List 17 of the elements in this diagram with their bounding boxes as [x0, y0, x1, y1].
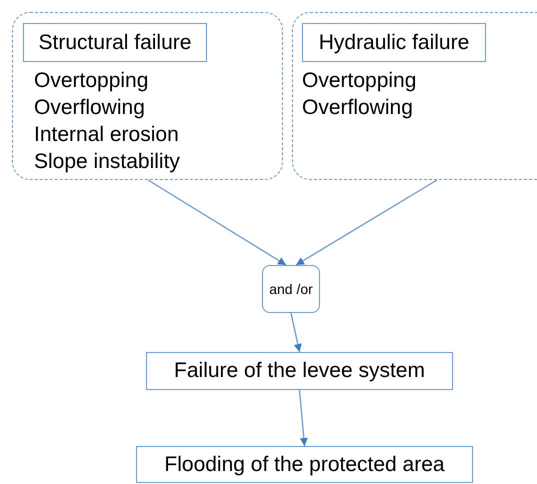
arrow	[148, 179, 286, 266]
list-item: Overtopping	[302, 68, 416, 94]
list-item: Overtopping	[34, 68, 150, 94]
list-item: Overflowing	[302, 95, 414, 121]
arrow	[296, 179, 438, 266]
dashed-group-box	[12, 12, 283, 180]
process-box: Structural failure	[23, 23, 207, 62]
dashed-group-box	[292, 12, 537, 180]
process-box: Failure of the levee system	[146, 352, 453, 390]
list-item: Internal erosion	[34, 122, 180, 148]
logic-gate-box: and /or	[262, 265, 320, 313]
arrow	[290, 312, 302, 352]
list-item: Overflowing	[34, 95, 146, 121]
process-box: Hydraulic failure	[302, 23, 486, 62]
list-item: Slope instability	[34, 149, 180, 175]
process-box: Flooding of the protected area	[136, 446, 473, 483]
arrow	[298, 390, 308, 446]
